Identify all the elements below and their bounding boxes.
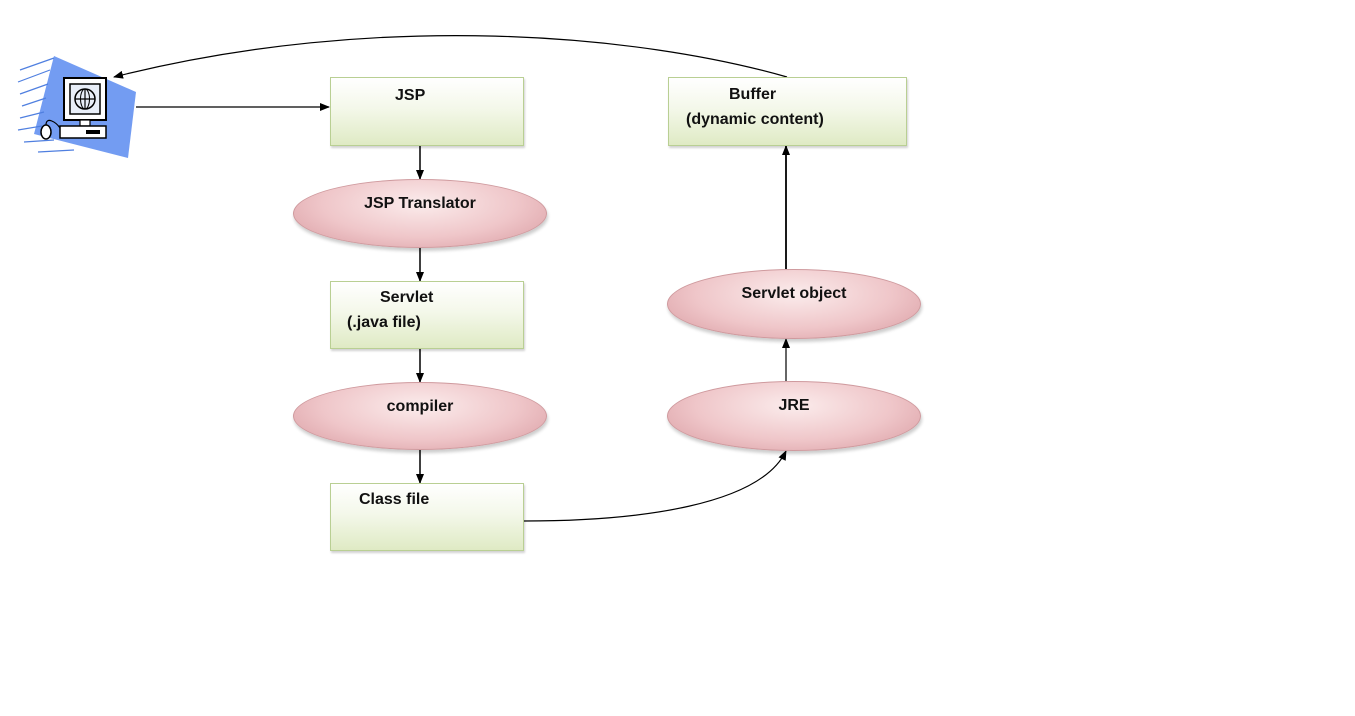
jre-label: JRE bbox=[778, 397, 810, 414]
servlet-object-node: Servlet object bbox=[667, 269, 921, 339]
servlet-object-label: Servlet object bbox=[741, 285, 847, 302]
buffer-label: Buffer bbox=[729, 86, 777, 103]
jsp-translator-node: JSP Translator bbox=[293, 179, 547, 248]
computer-client-icon bbox=[17, 56, 136, 158]
servlet-label: Servlet bbox=[380, 289, 434, 306]
compiler-node: compiler bbox=[293, 382, 547, 450]
servlet-java-box: Servlet (.java file) bbox=[330, 281, 524, 349]
buffer-sublabel: (dynamic content) bbox=[686, 111, 824, 128]
jsp-translator-label: JSP Translator bbox=[364, 195, 476, 212]
arrow-classfile-to-jre bbox=[523, 450, 787, 522]
jre-node: JRE bbox=[667, 381, 921, 451]
class-file-label: Class file bbox=[359, 491, 430, 508]
buffer-box: Buffer (dynamic content) bbox=[668, 77, 907, 146]
servlet-sublabel: (.java file) bbox=[347, 314, 421, 331]
jsp-box: JSP bbox=[330, 77, 524, 146]
compiler-label: compiler bbox=[386, 398, 454, 415]
class-file-box: Class file bbox=[330, 483, 524, 551]
arrow-buffer-to-client bbox=[113, 35, 788, 79]
jsp-label: JSP bbox=[395, 87, 426, 104]
